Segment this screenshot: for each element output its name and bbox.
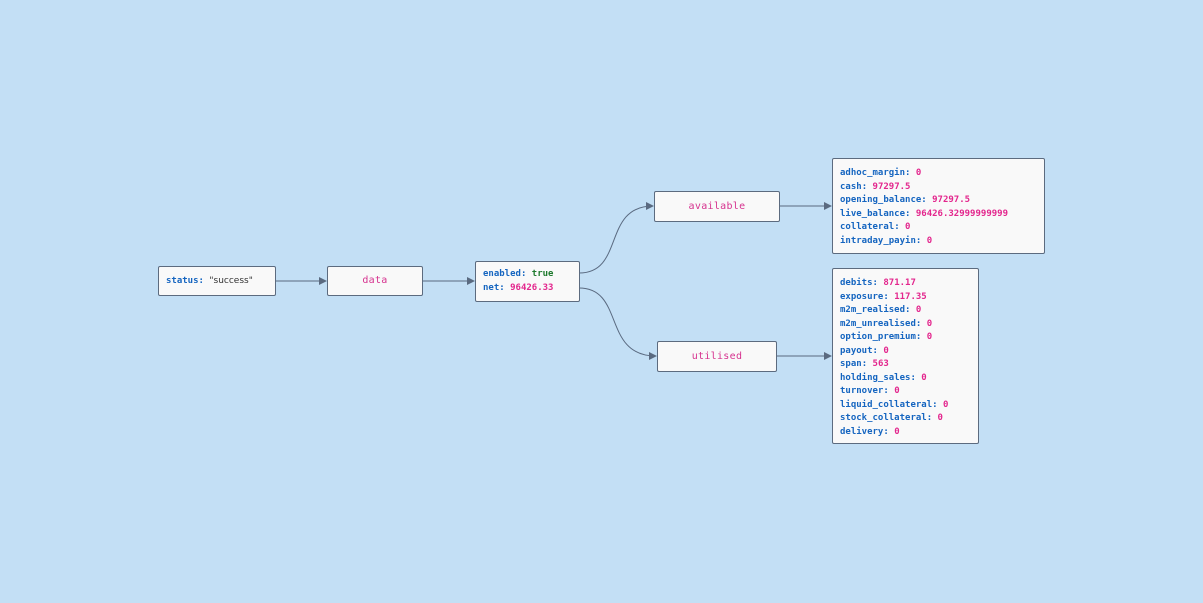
available-field-row-value: 0 — [926, 235, 933, 246]
utilised-field-row: option_premium: 0 — [840, 332, 933, 342]
available-field-row-value: 0 — [905, 222, 911, 232]
utilised-field-row-key: stock_collateral — [840, 413, 927, 423]
utilised-field-row: span: 563 — [840, 359, 889, 369]
status-row: status: "success" — [166, 275, 253, 286]
utilised-field-row-key: m2m_unrealised — [840, 318, 916, 329]
utilised-field-row-value: 0 — [942, 399, 949, 410]
utilised-field-row: exposure: 117.35 — [840, 291, 927, 302]
status-key: status — [166, 275, 199, 286]
status-value: "success" — [209, 275, 253, 286]
utilised-node[interactable]: utilised — [657, 341, 777, 372]
utilised-field-row: holding_sales: 0 — [840, 372, 927, 383]
enabled-value: true — [531, 269, 554, 279]
utilised-node-label: utilised — [691, 350, 743, 362]
utilised-field-row-value: 0 — [883, 345, 889, 356]
available-field-row-value: 0 — [915, 168, 922, 178]
utilised-field-row-value: 871.17 — [883, 278, 916, 288]
available-field-row-value: 97297.5 — [932, 195, 971, 205]
enabled-row: enabled: true — [483, 269, 554, 279]
enabled-key: enabled — [483, 269, 521, 279]
utilised-field-row: turnover: 0 — [840, 386, 900, 396]
available-field-row-key: live_balance — [840, 208, 906, 219]
utilised-field-row: debits: 871.17 — [840, 278, 916, 288]
available-field-row: cash: 97297.5 — [840, 181, 911, 192]
net-value: 96426.33 — [510, 282, 554, 293]
utilised-field-row-key: exposure — [840, 291, 884, 302]
available-field-row: intraday_payin: 0 — [840, 235, 933, 246]
utilised-field-row-key: payout — [840, 345, 873, 356]
available-field-row-key: intraday_payin — [840, 235, 916, 246]
utilised-field-row-key: span — [840, 359, 862, 369]
available-field-row: opening_balance: 97297.5 — [840, 195, 971, 205]
available-field-row: live_balance: 96426.32999999999 — [840, 208, 1008, 219]
utilised-field-row-value: 0 — [937, 413, 943, 423]
available-values-node[interactable]: adhoc_margin: 0 cash: 97297.5 opening_bala… — [832, 158, 1045, 254]
data-node[interactable]: data — [327, 266, 423, 296]
utilised-field-row-key: m2m_realised — [840, 305, 906, 315]
available-field-row-key: opening_balance — [840, 195, 922, 205]
utilised-field-row-key: holding_sales — [840, 372, 911, 383]
available-node[interactable]: available — [654, 191, 780, 222]
utilised-field-row-value: 0 — [894, 386, 900, 396]
net-key: net — [483, 282, 500, 293]
utilised-values-node[interactable]: debits: 871.17 exposure: 117.35 m2m_realis… — [832, 268, 979, 444]
edge-fields-to-utilised — [578, 287, 657, 360]
utilised-field-row-key: liquid_collateral — [840, 399, 933, 410]
utilised-field-row-key: delivery — [840, 426, 884, 437]
utilised-field-row-value: 117.35 — [894, 291, 927, 302]
available-field-row: adhoc_margin: 0 — [840, 168, 922, 178]
available-node-label: available — [688, 200, 746, 212]
utilised-field-row-key: turnover — [840, 386, 884, 396]
data-fields-node[interactable]: enabled: true net: 96426.33 — [475, 261, 580, 302]
utilised-field-row-value: 0 — [926, 318, 933, 329]
available-field-row-key: collateral — [840, 222, 895, 232]
utilised-field-row-value: 0 — [921, 372, 927, 383]
utilised-field-row-key: option_premium — [840, 332, 916, 342]
utilised-field-row: m2m_realised: 0 — [840, 305, 922, 315]
utilised-field-row-value: 0 — [894, 426, 900, 437]
utilised-field-row-key: debits — [840, 278, 873, 288]
edge-fields-to-available — [578, 202, 654, 274]
data-node-label: data — [362, 275, 388, 287]
utilised-field-row: liquid_collateral: 0 — [840, 399, 949, 410]
root-node[interactable]: status: "success" — [158, 266, 276, 296]
available-field-row-key: adhoc_margin — [840, 168, 906, 178]
utilised-field-row-value: 0 — [926, 332, 933, 342]
available-field-row-value: 96426.32999999999 — [915, 208, 1008, 219]
available-field-row-key: cash — [840, 181, 862, 192]
utilised-field-row: payout: 0 — [840, 345, 889, 356]
utilised-field-row: m2m_unrealised: 0 — [840, 318, 933, 329]
utilised-field-row: delivery: 0 — [840, 426, 900, 437]
utilised-field-row: stock_collateral: 0 — [840, 413, 943, 423]
net-row: net: 96426.33 — [483, 282, 554, 293]
available-field-row-value: 97297.5 — [872, 181, 911, 192]
utilised-field-row-value: 0 — [915, 305, 922, 315]
available-field-row: collateral: 0 — [840, 222, 911, 232]
utilised-field-row-value: 563 — [872, 359, 889, 369]
